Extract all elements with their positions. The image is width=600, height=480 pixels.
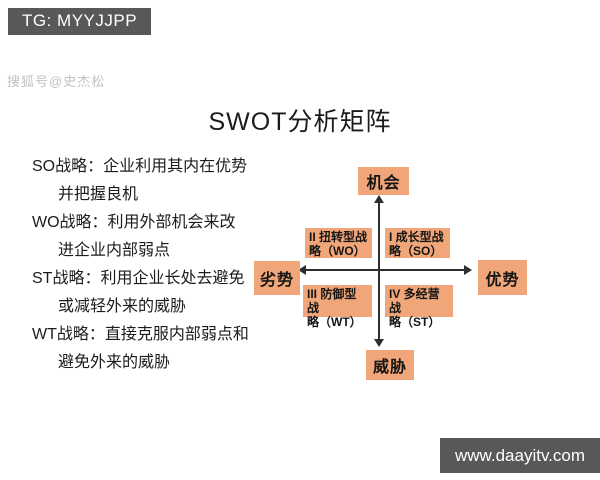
arrow-down-icon	[374, 339, 384, 347]
axis-label-strength: 优势	[478, 260, 527, 295]
strategy-wo-line1: WO战略：利用外部机会来改	[32, 214, 236, 231]
arrow-left-icon	[298, 265, 306, 275]
strategy-wt-line2: 避免外来的威胁	[58, 354, 171, 371]
watermark-text: 搜狐号@史杰松	[7, 74, 106, 89]
axis-label-threat: 威胁	[366, 350, 414, 380]
quadrant-so-growth: I 成长型战 略（SO）	[385, 228, 450, 258]
strategy-st-line1: ST战略：利用企业长处去避免	[32, 270, 245, 287]
axis-label-weakness: 劣势	[254, 261, 300, 295]
strategy-so-line2: 并把握良机	[58, 186, 139, 203]
tg-badge: TG: MYYJJPP	[8, 8, 152, 35]
quadrant-st-diversification: IV 多经营战 略（ST）	[385, 285, 453, 329]
strategy-so-line1: SO战略：企业利用其内在优势	[32, 158, 248, 175]
strategy-wt-line1: WT战略：直接克服内部弱点和	[32, 326, 249, 343]
quadrant-so-line2: 略（SO）	[389, 244, 443, 258]
quadrant-wo-line1: II 扭转型战	[309, 230, 368, 244]
website-badge: www.daayitv.com	[440, 438, 600, 473]
arrow-up-icon	[374, 195, 384, 203]
quadrant-wo-line2: 略（WO）	[309, 244, 366, 258]
quadrant-wo-turnaround: II 扭转型战 略（WO）	[305, 228, 372, 258]
vertical-axis-line	[378, 201, 380, 342]
strategy-st-line2: 或减轻外来的威胁	[58, 298, 187, 315]
page-title: SWOT分析矩阵	[208, 108, 392, 136]
strategy-descriptions: SO战略：企业利用其内在优势 并把握良机 WO战略：利用外部机会来改 进企业内部…	[32, 153, 277, 377]
arrow-right-icon	[464, 265, 472, 275]
quadrant-wt-line1: III 防御型战	[307, 287, 357, 315]
strategy-wo-line2: 进企业内部弱点	[58, 242, 171, 259]
axis-label-opportunity: 机会	[358, 167, 409, 195]
quadrant-so-line1: I 成长型战	[389, 230, 444, 244]
horizontal-axis-line	[304, 269, 466, 271]
quadrant-wt-defensive: III 防御型战 略（WT）	[303, 285, 372, 329]
quadrant-wt-line2: 略（WT）	[307, 315, 362, 329]
quadrant-st-line1: IV 多经营战	[389, 287, 440, 315]
quadrant-st-line2: 略（ST）	[389, 315, 441, 329]
